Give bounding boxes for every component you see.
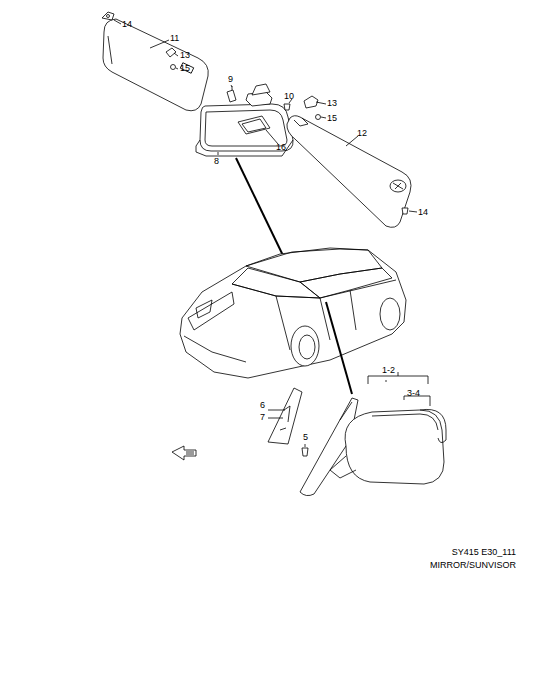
callout-number: 6 (260, 401, 265, 410)
callout-number: 5 (303, 433, 308, 442)
diagram-title: MIRROR/SUNVISOR (430, 561, 516, 570)
callout-number: 7 (260, 413, 265, 422)
callout-number: 9 (228, 75, 233, 84)
callout-number: 8 (214, 157, 219, 166)
callout-number: 15 (327, 114, 337, 123)
callout-number: 10 (284, 92, 294, 101)
callout-number: 13 (180, 51, 190, 60)
callout-number: 13 (327, 99, 337, 108)
callout-number: 3-4 (407, 389, 420, 398)
callout-number: 14 (418, 208, 428, 217)
callout-number: 1-2 (382, 366, 395, 375)
drawing-code: SY415 E30_111 (452, 548, 516, 557)
callout-number: 11 (170, 34, 179, 43)
callout-number: 12 (357, 129, 367, 138)
callout-number: 14 (122, 20, 132, 29)
callout-number: 16 (276, 143, 286, 152)
callout-number: 15 (180, 64, 190, 73)
